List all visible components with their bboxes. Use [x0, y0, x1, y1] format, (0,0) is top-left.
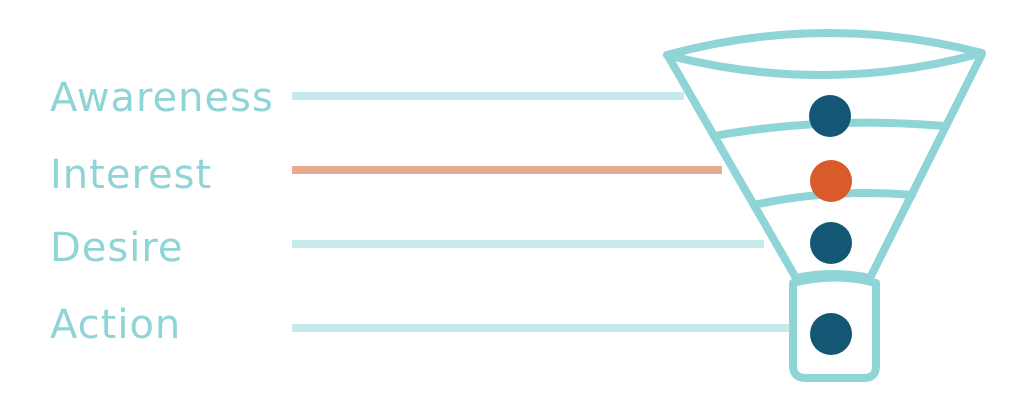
- funnel-outline: [663, 29, 986, 382]
- funnel-left-side: [664, 52, 800, 282]
- stage-label-action: Action: [50, 302, 182, 348]
- funnel-spout: [789, 273, 880, 382]
- stage-dot-awareness: [809, 95, 851, 137]
- stage-dot-interest: [810, 160, 852, 202]
- stage-label-interest: Interest: [50, 152, 213, 198]
- funnel-right-side: [866, 50, 986, 282]
- stage-dot-desire: [810, 222, 852, 264]
- stage-label-awareness: Awareness: [50, 75, 274, 121]
- stage-label-desire: Desire: [50, 225, 184, 271]
- funnel-rim: [663, 29, 986, 79]
- stage-dot-action: [810, 313, 852, 355]
